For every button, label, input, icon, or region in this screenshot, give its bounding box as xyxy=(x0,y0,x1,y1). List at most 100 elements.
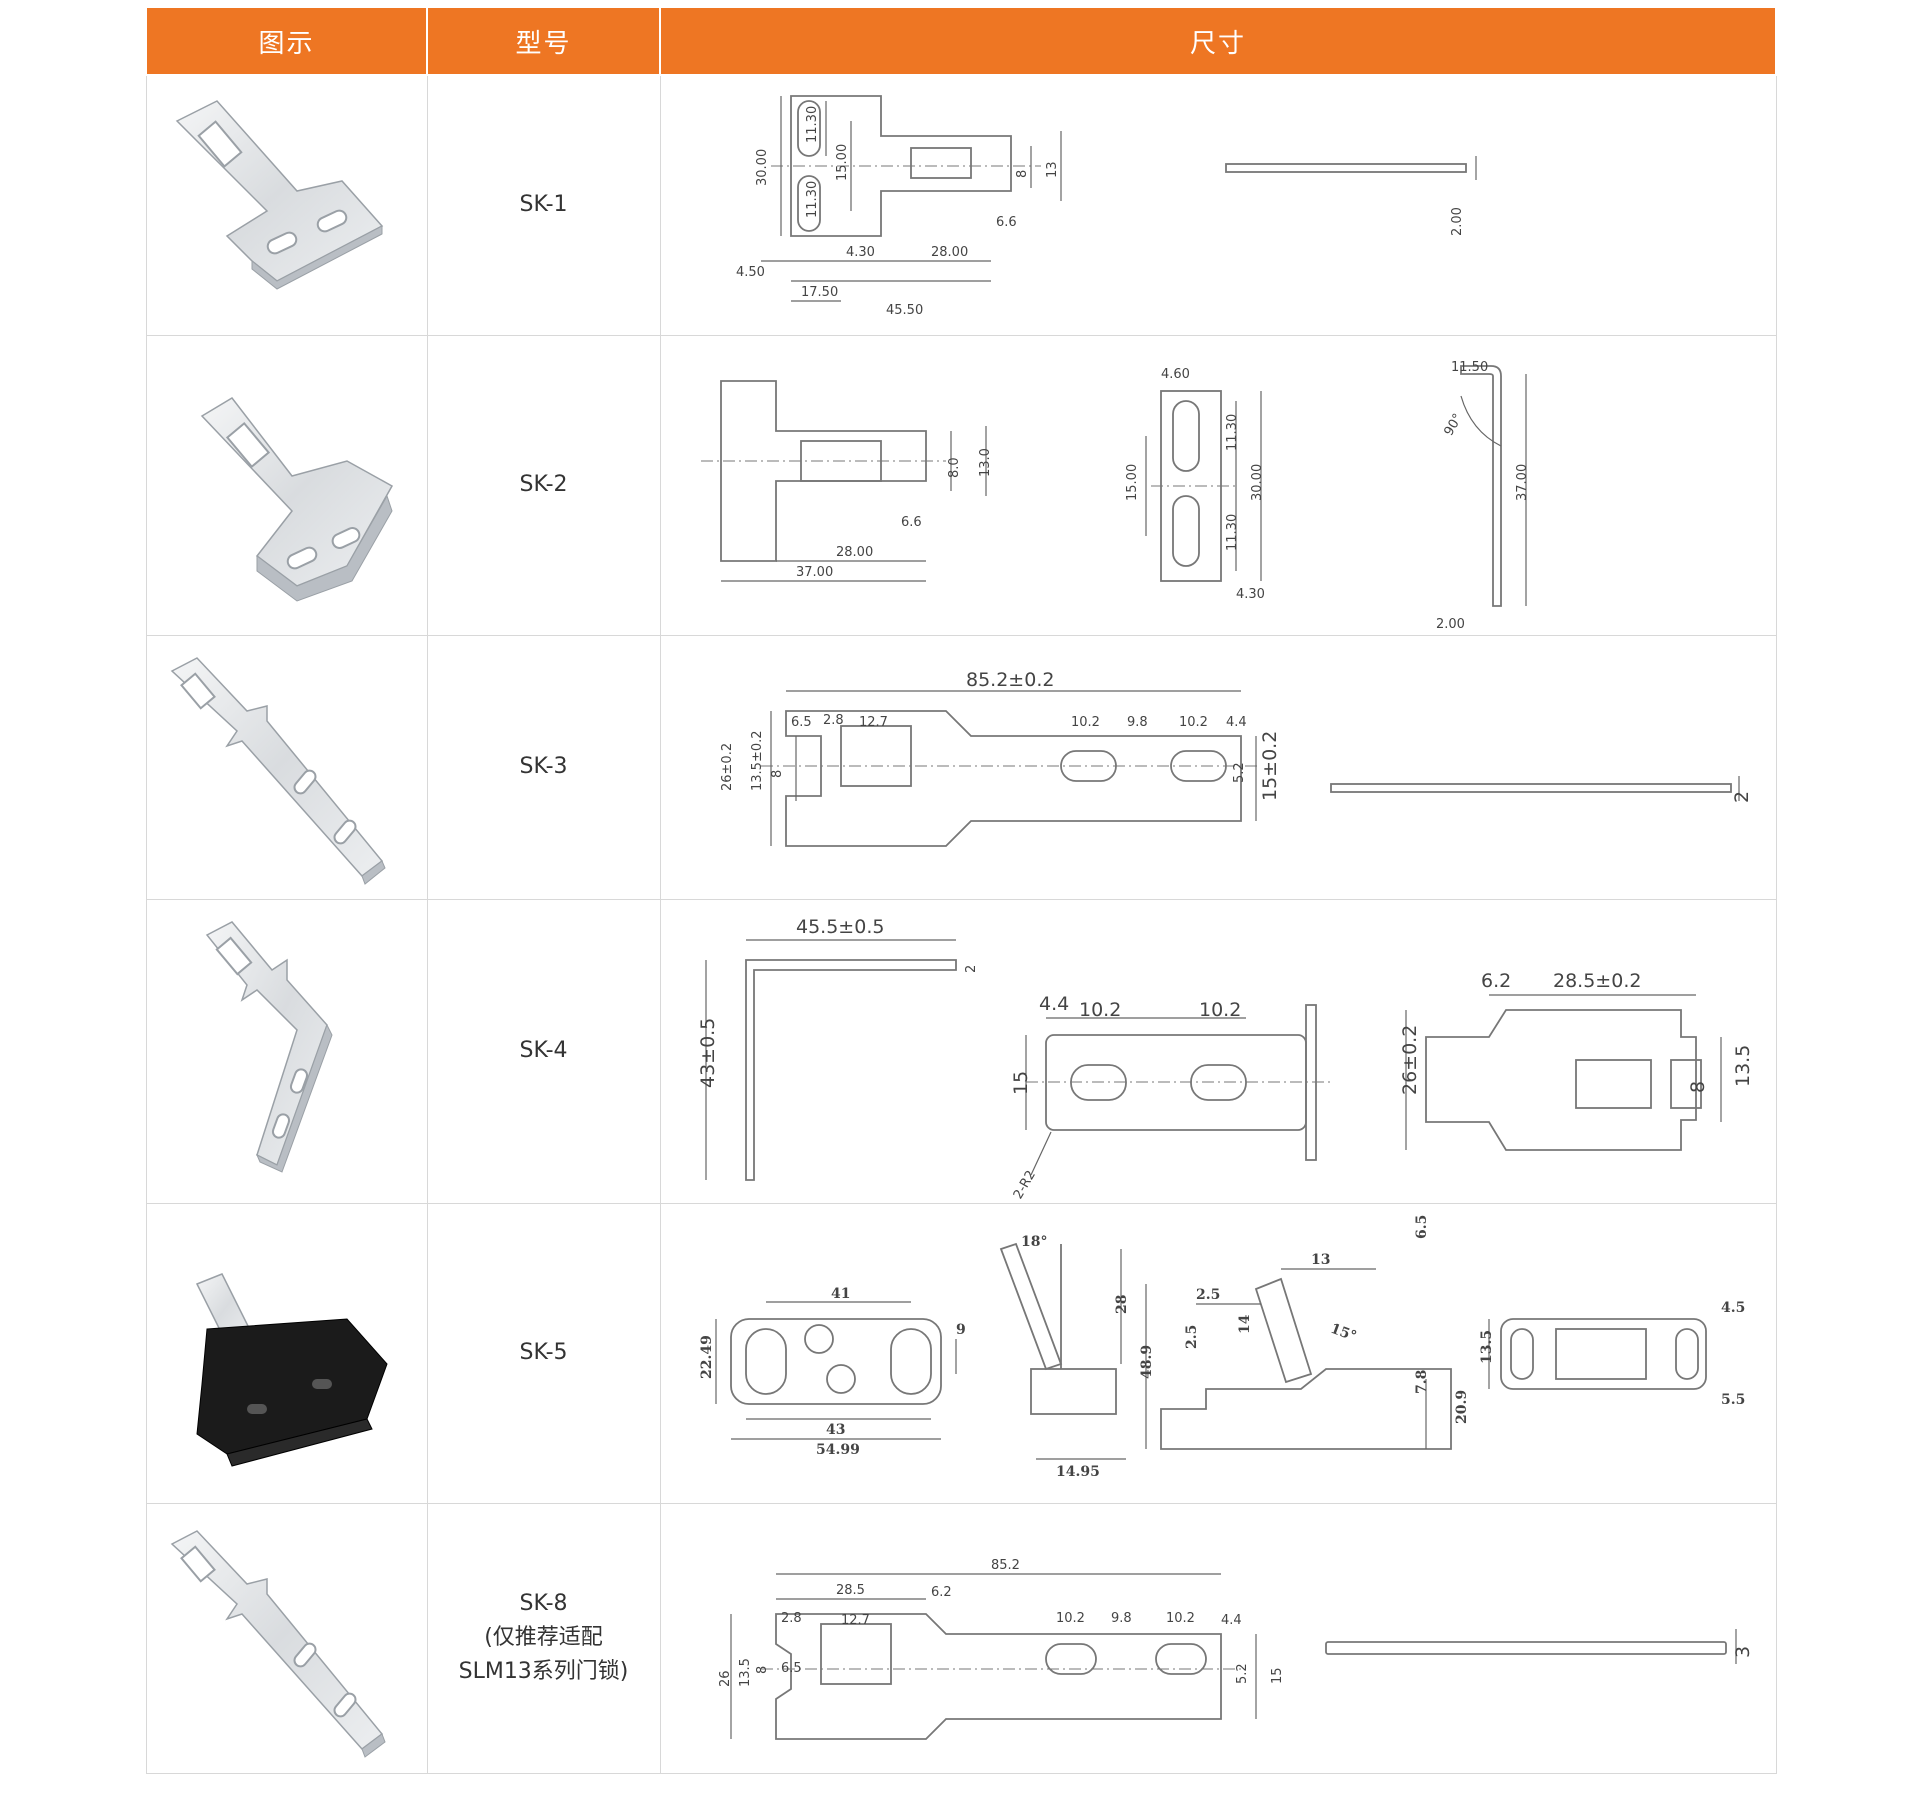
dim-label: 8 xyxy=(770,770,785,778)
safety-key-photo-icon xyxy=(205,921,333,1173)
dim-label: 26±0.2 xyxy=(720,743,735,791)
dim-label: 28.00 xyxy=(836,545,873,560)
technical-drawing-icon: 45.5±0.5 2 43±0.5 4.4 10.2 10.2 15 2-R2 xyxy=(697,916,1754,1202)
dim-label: 54.99 xyxy=(816,1442,860,1458)
spec-table: 图示 型号 尺寸 xyxy=(145,6,1777,1774)
dimension-cell: 41 9 22.49 43 54.99 18° 28 14.95 xyxy=(659,1202,1777,1504)
dim-label: 43 xyxy=(826,1422,845,1438)
dim-label: 85.2 xyxy=(991,1558,1020,1573)
dim-label: 17.50 xyxy=(801,285,838,300)
model-name: SK-8 xyxy=(519,1591,568,1616)
dim-label: 11.30 xyxy=(1225,514,1240,551)
dim-label: 28 xyxy=(1114,1295,1130,1314)
dim-label: 4.30 xyxy=(1236,587,1265,602)
dim-label: 5.2 xyxy=(1235,1663,1250,1684)
dim-label: 28.5±0.2 xyxy=(1553,970,1641,992)
dimension-cell: 85.2 28.5 6.2 2.8 12.7 10.2 9.8 10.2 4.4… xyxy=(659,1502,1777,1774)
dim-label: 11.30 xyxy=(805,181,820,218)
table-row: SK-2 8.0 13.0 6.6 28.00 37.00 xyxy=(145,334,1777,636)
dim-label: 4.5 xyxy=(1721,1300,1745,1316)
header-model: 型号 xyxy=(426,6,661,76)
image-cell xyxy=(145,334,428,636)
technical-drawing-icon: 85.2±0.2 6.5 2.8 12.7 10.2 9.8 10.2 4.4 … xyxy=(720,669,1753,847)
dim-label: 10.2 xyxy=(1071,715,1100,730)
model-name: SK-3 xyxy=(519,754,568,779)
dim-label: 8 xyxy=(1015,170,1030,178)
dim-label: 5.5 xyxy=(1721,1392,1745,1408)
dim-label: 14 xyxy=(1237,1314,1253,1334)
dim-label: 10.2 xyxy=(1166,1611,1195,1626)
dim-label: 6.2 xyxy=(1481,970,1511,992)
dim-label: 6.5 xyxy=(781,1661,802,1676)
table-row: SK-5 41 9 22.49 43 xyxy=(145,1202,1777,1504)
dim-label: 18° xyxy=(1021,1234,1047,1250)
image-cell xyxy=(145,1502,428,1774)
dim-label: 4.60 xyxy=(1161,367,1190,382)
dim-label: 15 xyxy=(1270,1667,1285,1684)
dim-label: 26 xyxy=(718,1670,733,1687)
dim-label: 37.00 xyxy=(1515,464,1530,501)
dim-label: 2 xyxy=(964,965,979,973)
dim-label: 2.8 xyxy=(781,1611,802,1626)
model-cell: SK-8 (仅推荐适配 SLM13系列门锁) xyxy=(426,1502,661,1774)
technical-drawing-icon: 30.00 11.30 11.30 15.00 8 13 6.6 4.50 4.… xyxy=(736,95,1477,318)
dim-label: 4.4 xyxy=(1221,1613,1242,1628)
dim-label: 28.00 xyxy=(931,245,968,260)
dim-label: 11.30 xyxy=(805,106,820,143)
dimension-cell: 30.00 11.30 11.30 15.00 8 13 6.6 4.50 4.… xyxy=(659,74,1777,336)
image-cell xyxy=(145,74,428,336)
dim-label: 9 xyxy=(956,1322,966,1338)
dim-label: 10.2 xyxy=(1199,999,1241,1021)
dimension-cell: 45.5±0.5 2 43±0.5 4.4 10.2 10.2 15 2-R2 xyxy=(659,898,1777,1204)
model-cell: SK-3 xyxy=(426,634,661,900)
safety-key-photo-icon xyxy=(170,657,386,885)
model-cell: SK-4 xyxy=(426,898,661,1204)
dim-label: 10.2 xyxy=(1056,1611,1085,1626)
dim-label: 3 xyxy=(1732,1646,1754,1658)
model-name: SK-1 xyxy=(519,192,568,218)
dim-label: 48.9 xyxy=(1139,1345,1155,1379)
model-note: (仅推荐适配 xyxy=(484,1625,603,1650)
dim-label: 13.5 xyxy=(738,1658,753,1687)
dim-label: 45.50 xyxy=(886,303,923,318)
dim-label: 9.8 xyxy=(1111,1611,1132,1626)
technical-drawing-icon: 41 9 22.49 43 54.99 18° 28 14.95 xyxy=(699,1215,1745,1480)
dim-label: 7.8 xyxy=(1414,1370,1430,1394)
dim-label: 2.8 xyxy=(823,713,844,728)
safety-key-photo-icon xyxy=(175,100,383,290)
dim-label: 14.95 xyxy=(1056,1464,1100,1480)
dim-label: 13.5 xyxy=(1479,1330,1495,1364)
dim-label: 4.30 xyxy=(846,245,875,260)
dim-label: 15.00 xyxy=(1125,464,1140,501)
dim-label: 11.30 xyxy=(1225,414,1240,451)
dim-label: 2.5 xyxy=(1196,1287,1220,1303)
dim-label: 8 xyxy=(1687,1081,1709,1093)
dim-label: 26±0.2 xyxy=(1399,1025,1421,1095)
image-cell xyxy=(145,898,428,1204)
dim-label: 2.5 xyxy=(1184,1325,1200,1349)
model-cell: SK-1 xyxy=(426,74,661,336)
dim-label: 11.50 xyxy=(1451,360,1488,375)
dim-label: 12.7 xyxy=(859,715,888,730)
dim-label: 45.5±0.5 xyxy=(796,916,884,938)
dim-label: 13 xyxy=(1045,162,1060,179)
dim-label: 4.4 xyxy=(1226,715,1247,730)
dim-label: 6.6 xyxy=(996,215,1017,230)
dim-label: 6.5 xyxy=(791,715,812,730)
dim-label: 85.2±0.2 xyxy=(966,669,1054,691)
dimension-cell: 85.2±0.2 6.5 2.8 12.7 10.2 9.8 10.2 4.4 … xyxy=(659,634,1777,900)
dim-label: 90° xyxy=(1441,411,1466,438)
safety-key-photo-icon xyxy=(170,1530,386,1758)
table-row: SK-4 45.5±0.5 2 43±0.5 xyxy=(145,898,1777,1204)
dim-label: 15° xyxy=(1328,1321,1358,1345)
dim-label: 37.00 xyxy=(796,565,833,580)
dim-label: 10.2 xyxy=(1179,715,1208,730)
dim-label: 10.2 xyxy=(1079,999,1121,1021)
image-cell xyxy=(145,634,428,900)
safety-key-photo-icon xyxy=(195,1273,388,1467)
dim-label: 28.5 xyxy=(836,1583,865,1598)
dim-label: 13.5±0.2 xyxy=(750,730,765,791)
dim-label: 13 xyxy=(1311,1252,1330,1268)
dim-label: 6.2 xyxy=(931,1585,952,1600)
model-cell: SK-2 xyxy=(426,334,661,636)
